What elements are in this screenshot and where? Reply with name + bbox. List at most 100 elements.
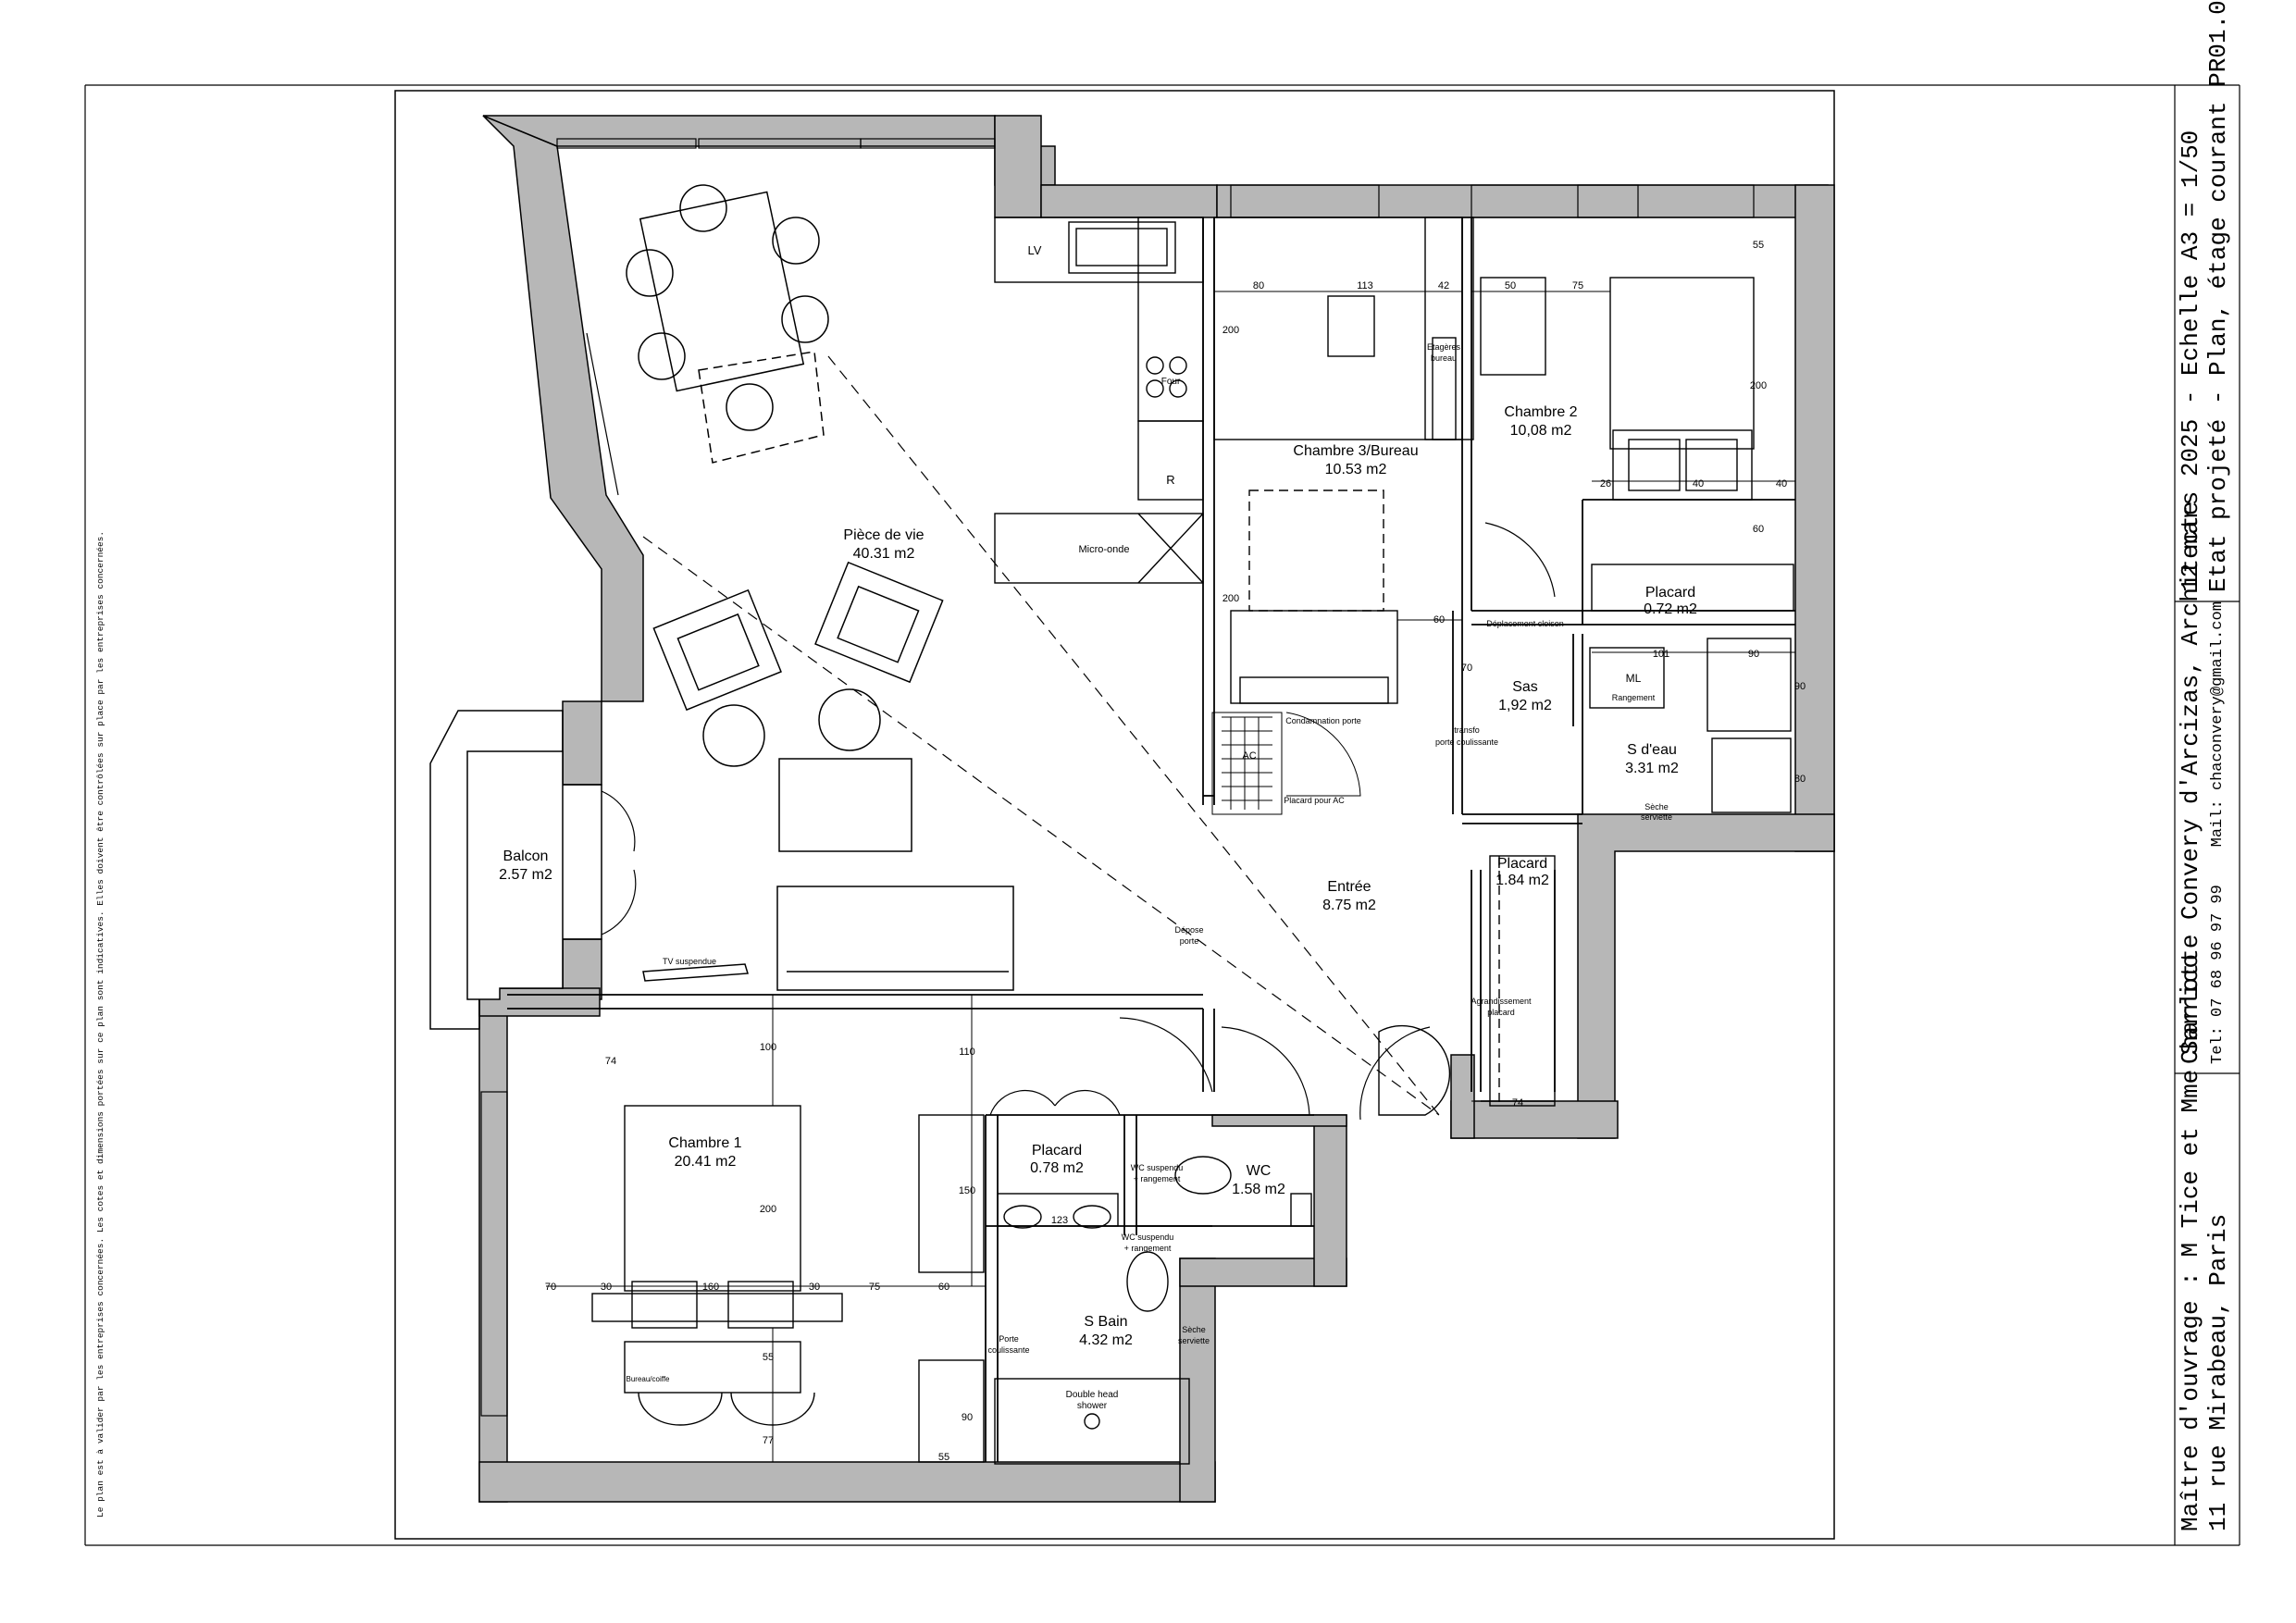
title-block-plan: 12 mars 2025 - Echelle A3 = 1/50 Etat pr… [2177, 0, 2232, 592]
label-rangement: Rangement [1612, 693, 1656, 702]
label-agrandissement-2: placard [1487, 1008, 1515, 1017]
room-area-chambre3: 10.53 m2 [1325, 462, 1387, 477]
balcony [429, 710, 602, 1030]
room-area-placard-entree: 1.84 m2 [1496, 873, 1549, 888]
label-seche-bain-2: serviette [1178, 1336, 1210, 1345]
dim-50: 50 [1505, 280, 1516, 291]
dim-60-a: 60 [1753, 524, 1764, 535]
chambre1-furniture [591, 1105, 843, 1426]
label-etageres-1: Etagères [1427, 342, 1461, 352]
room-name-chambre2: Chambre 2 [1504, 404, 1577, 420]
room-name-chambre3: Chambre 3/Bureau [1293, 443, 1418, 459]
ac-closet [1211, 712, 1361, 815]
walls [478, 115, 1835, 1503]
label-r: R [1166, 473, 1174, 487]
label-condamnation: Condamnation porte [1285, 716, 1361, 725]
dim-60-c: 60 [938, 1282, 949, 1293]
dimension-lines [546, 291, 1795, 1462]
label-porte-coulissante-2: coulissante [987, 1345, 1029, 1355]
dim-55-a: 55 [1753, 240, 1764, 251]
label-seche-sdeau-1: Sèche [1644, 802, 1669, 812]
dim-75-b: 75 [869, 1282, 880, 1293]
architect-phone: Tel: 07 68 96 97 99 [2209, 885, 2227, 1064]
label-wc-susp-a-2: + rangement [1134, 1174, 1181, 1183]
label-wc-susp-a-1: WC suspendu [1131, 1163, 1184, 1172]
dim-60-b: 60 [1433, 614, 1445, 626]
dim-77: 77 [763, 1435, 774, 1446]
chambre3-furniture [1213, 217, 1474, 704]
room-name-placard-c2: Placard [1645, 585, 1695, 601]
living-furniture [642, 561, 1014, 991]
label-deplacement-cloison: Déplacement cloison [1486, 619, 1564, 628]
date-scale: 12 mars 2025 - Echelle A3 = 1/50 [2177, 130, 2204, 592]
room-name-sas: Sas [1512, 679, 1538, 695]
label-agrandissement-1: Agrandissement [1471, 997, 1532, 1006]
label-depose-1: Dépose [1174, 925, 1203, 935]
room-area-placard-c1: 0.78 m2 [1030, 1160, 1084, 1176]
dim-101: 101 [1653, 649, 1669, 660]
label-bureau-coiffeuse: Bureau/coiffe [627, 1375, 671, 1383]
dim-90-a: 90 [1748, 649, 1759, 660]
dim-90-b: 90 [1794, 681, 1806, 692]
dim-30-b: 30 [809, 1282, 820, 1293]
room-area-entree: 8.75 m2 [1322, 898, 1376, 913]
dim-74: 74 [1512, 1097, 1523, 1109]
dim-30-a: 30 [601, 1282, 612, 1293]
interior-walls [507, 217, 1795, 1462]
kitchen [994, 217, 1204, 584]
room-name-placard-entree: Placard [1497, 856, 1547, 872]
label-etageres-2: bureau [1431, 353, 1457, 363]
room-labels: Pièce de vie 40.31 m2 Chambre 3/Bureau 1… [499, 404, 1697, 1348]
dim-26: 26 [1600, 478, 1611, 489]
room-name-balcon: Balcon [503, 849, 549, 864]
label-double-head-1: Double head [1066, 1390, 1119, 1400]
dim-200-d: 200 [760, 1204, 776, 1215]
room-area-sdeau: 3.31 m2 [1625, 761, 1679, 776]
dim-74-b: 74 [605, 1056, 616, 1067]
dining-table [626, 184, 829, 464]
label-transfo-2: porte coulissante [1435, 737, 1498, 747]
dim-80-b: 80 [1794, 774, 1806, 785]
disclaimer: Le plan est à valider par les entreprise… [95, 530, 105, 1518]
room-name-placard-c1: Placard [1032, 1143, 1082, 1158]
label-transfo-1: transfo [1454, 725, 1480, 735]
room-area-sas: 1,92 m2 [1498, 698, 1552, 713]
room-name-sdeau: S d'eau [1627, 742, 1677, 758]
door-swings [601, 522, 1556, 1121]
dim-55-c: 55 [938, 1452, 949, 1463]
bathroom-fixtures [918, 1114, 1312, 1465]
dim-42: 42 [1438, 280, 1449, 291]
dim-200-a: 200 [1222, 325, 1239, 336]
sdeau-fixtures [1589, 638, 1792, 813]
label-porte-coulissante-1: Porte [999, 1334, 1019, 1344]
label-four: Four [1161, 377, 1181, 387]
dim-150: 150 [959, 1185, 975, 1196]
dim-160: 160 [702, 1282, 719, 1293]
label-ac: AC [1242, 750, 1256, 762]
label-lv: LV [1028, 243, 1042, 257]
label-wc-susp-b-2: + rangement [1124, 1244, 1172, 1253]
dim-55-b: 55 [763, 1352, 774, 1363]
room-area-chambre1: 20.41 m2 [675, 1154, 737, 1170]
dim-123: 123 [1051, 1215, 1068, 1226]
label-double-head-2: shower [1077, 1401, 1108, 1411]
dim-70-b: 70 [545, 1282, 556, 1293]
room-area-balcon: 2.57 m2 [499, 867, 552, 883]
label-depose-2: porte [1180, 936, 1199, 946]
room-area-wc: 1.58 m2 [1232, 1182, 1285, 1197]
room-name-sbain: S Bain [1084, 1314, 1127, 1330]
dim-80: 80 [1253, 280, 1264, 291]
dim-40-b: 40 [1776, 478, 1787, 489]
label-seche-sdeau-2: serviette [1641, 812, 1672, 822]
dim-200-b: 200 [1222, 593, 1239, 604]
dim-90-c: 90 [962, 1412, 973, 1423]
dimension-values: 80 113 42 50 75 55 200 200 200 26 40 40 … [545, 240, 1806, 1463]
room-area-placard-c2: 0.72 m2 [1644, 601, 1697, 617]
room-name-entree: Entrée [1327, 879, 1371, 895]
annotations: LV Four R Micro-onde Etagères bureau Dép… [627, 243, 1673, 1411]
label-micro: Micro-onde [1078, 544, 1129, 555]
chambre2-furniture [1480, 277, 1794, 612]
room-name-chambre1: Chambre 1 [668, 1135, 741, 1151]
dim-70-a: 70 [1461, 663, 1472, 674]
